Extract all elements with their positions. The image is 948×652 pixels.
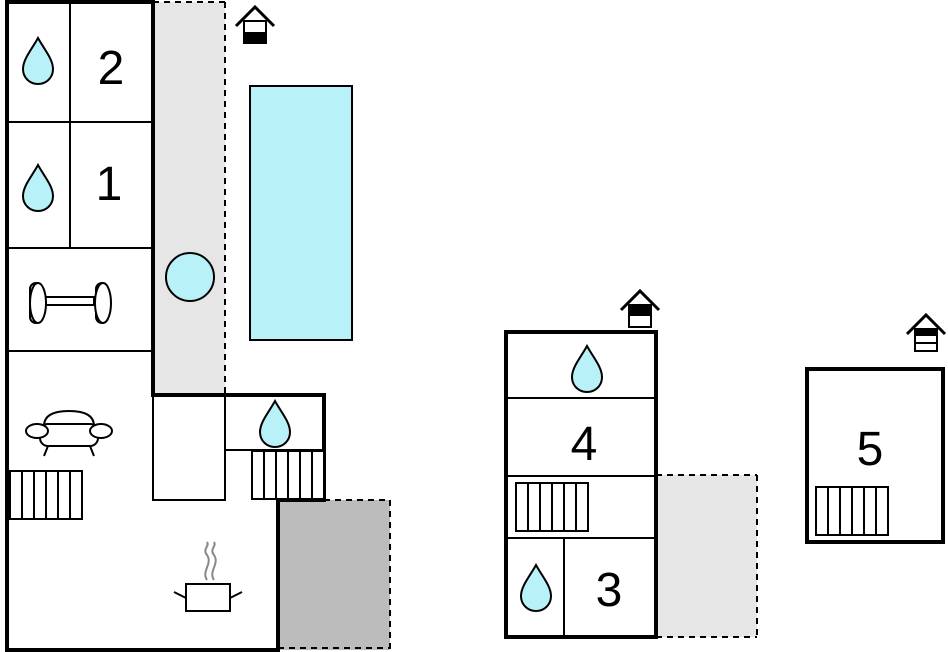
cooking-pot-icon	[173, 541, 243, 612]
swimming-pool	[249, 85, 353, 341]
radiator-icon	[9, 470, 83, 520]
sofa-icon	[25, 409, 113, 457]
house-entrance-icon	[234, 5, 276, 45]
water-drop-icon	[259, 400, 291, 448]
radiator-icon	[515, 482, 589, 532]
right-building-walls	[805, 367, 945, 544]
middle-building-walls	[504, 330, 658, 639]
terrace-strip	[153, 2, 225, 394]
dumbbell-icon	[29, 282, 112, 324]
room-number-3: 3	[596, 564, 623, 617]
room-number-1: 1	[96, 158, 123, 211]
water-drop-icon	[22, 37, 54, 85]
water-drop-icon	[520, 564, 552, 612]
water-drop-icon	[22, 164, 54, 212]
room-number-2: 2	[98, 42, 125, 95]
round-pool	[165, 252, 215, 302]
room-number-4: 4	[571, 418, 598, 471]
covered-terrace	[278, 500, 390, 650]
house-entrance-icon	[905, 313, 947, 353]
radiator-icon	[251, 450, 325, 500]
terrace-middle	[656, 475, 757, 637]
house-entrance-icon	[619, 289, 661, 329]
left-building-walls	[5, 0, 326, 652]
room-number-5: 5	[857, 423, 884, 476]
water-drop-icon	[571, 345, 603, 393]
radiator-icon	[815, 486, 889, 536]
